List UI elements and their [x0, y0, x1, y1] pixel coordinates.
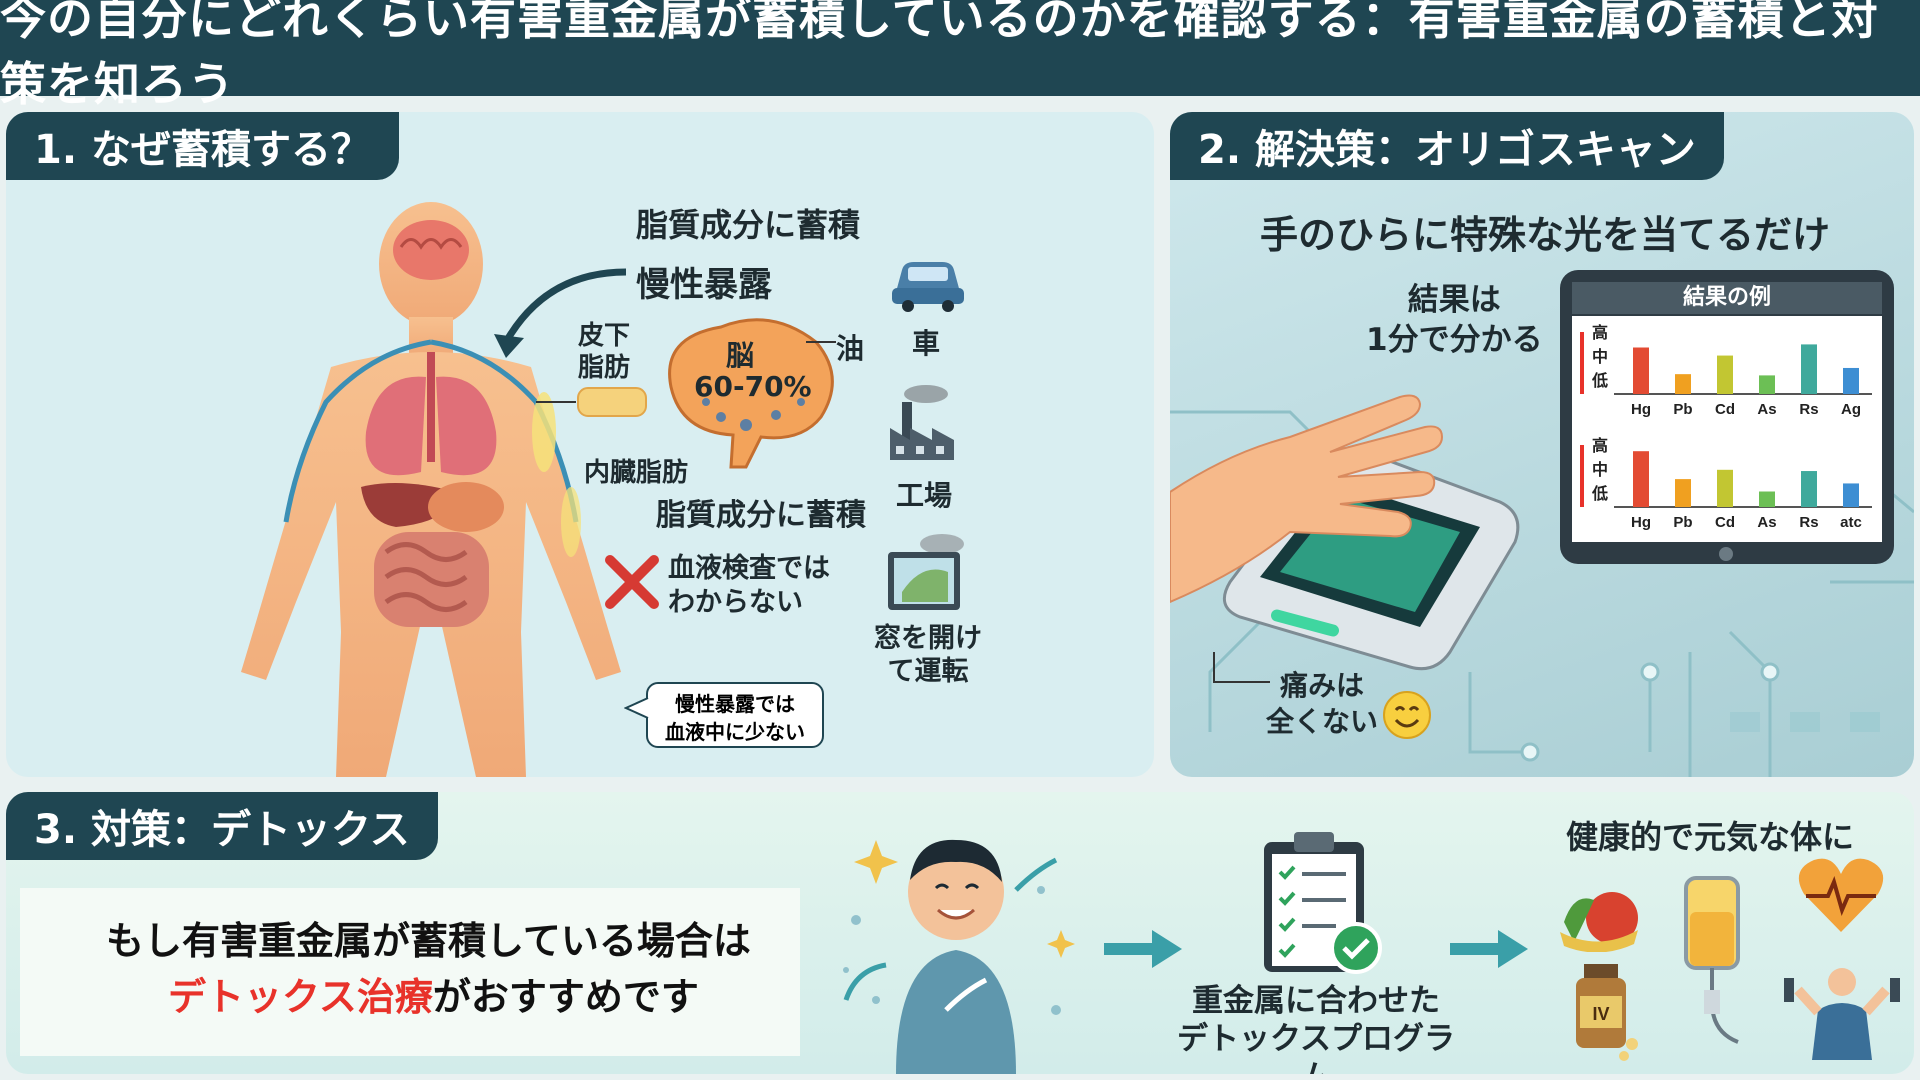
brain-percent: 60-70% [694, 370, 812, 403]
sparkles [854, 840, 1075, 958]
supplement-bottle-icon: IV [1576, 964, 1638, 1061]
fat-tissue-icon [536, 387, 647, 417]
speech-bubble: 慢性暴露では 血液中に少ない [646, 682, 824, 748]
tick-label-Hg: Hg [1631, 401, 1651, 418]
bar-Rs [1801, 471, 1817, 507]
bar-Cd [1717, 469, 1733, 507]
tablet-title: 結果の例 [1572, 282, 1882, 314]
bar-atc [1843, 483, 1859, 507]
arrow-right-icon [1104, 930, 1182, 968]
oil-pointer [806, 341, 836, 343]
tick-label-Rs: Rs [1799, 401, 1818, 418]
tick-label-As: As [1757, 401, 1776, 418]
human-body-illustration [241, 202, 621, 777]
healthy-body-title: 健康的で元気な体に [1566, 818, 1855, 856]
strong-body-icon [1784, 968, 1900, 1060]
brain-closeup-icon [668, 318, 834, 469]
section-why-accumulate: 1. なぜ蓄積する？ [6, 112, 1154, 777]
subcutaneous-fat-label: 皮下 脂肪 [578, 321, 631, 383]
iv-label: IV [1592, 1004, 1609, 1024]
intestines [374, 532, 489, 627]
fat-accumulation-label-top: 脂質成分に蓄積 [636, 206, 861, 244]
chronic-exposure-arrow [494, 268, 627, 358]
oil-label: 油 [836, 332, 865, 365]
smile-icon [1383, 691, 1431, 739]
detox-highlight: デトックス治療 [168, 975, 433, 1019]
tick-label-Cd: Cd [1715, 514, 1735, 531]
tablet-home-button [1719, 547, 1733, 561]
tick-label-As: As [1757, 514, 1776, 531]
open-window-icon [888, 534, 964, 610]
cross-mark-icon [605, 555, 659, 609]
brain-label: 脳 [726, 339, 755, 372]
bar-Hg [1633, 451, 1649, 507]
blood-test-label: 血液検査では わからない [668, 553, 830, 618]
car-icon [892, 262, 964, 312]
bar-Cd [1717, 355, 1733, 394]
section-solution-oligoscan: 2. 解決策：オリゴスキャン 手のひらに特殊な光を当てるだけ 結果は 1分で分か… [1170, 112, 1914, 777]
tick-label-Rs: Rs [1799, 514, 1818, 531]
energy-arrow-left-icon [843, 962, 887, 1001]
section-tag: 2. 解決策：オリゴスキャン [1170, 112, 1724, 180]
factory-icon [890, 385, 954, 460]
painless-pointer [1213, 652, 1270, 683]
tick-label-Pb: Pb [1673, 401, 1692, 418]
bar-As [1759, 491, 1775, 507]
bar-Rs [1801, 344, 1817, 394]
scale-label: 低 [1591, 484, 1608, 503]
tick-label-Cd: Cd [1715, 401, 1735, 418]
detox-program-label: 重金属に合わせた デトックスプログラム [1176, 983, 1456, 1074]
bar-As [1759, 375, 1775, 394]
tick-label-Pb: Pb [1673, 514, 1692, 531]
source-car-label: 車 [912, 327, 941, 360]
page-title: 今の自分にどれくらい有害重金属が蓄積しているのかを確認する：有害重金属の蓄積と対… [0, 0, 1920, 111]
source-window-label: 窓を開け て運転 [874, 623, 982, 687]
bar-Hg [1633, 347, 1649, 394]
section-detox: 3. 対策：デトックス もし有害重金属が蓄積している場合は デトックス治療がおす… [6, 792, 1914, 1074]
clipboard-checklist-icon [1264, 832, 1382, 974]
hand-icon [1170, 394, 1444, 604]
scale-label: 低 [1591, 371, 1608, 390]
scale-label: 高 [1592, 323, 1608, 342]
result-time-label: 結果は 1分で分かる [1366, 282, 1543, 358]
healthy-person-illustration [843, 839, 1075, 1074]
scan-subtitle: 手のひらに特殊な光を当てるだけ [1260, 213, 1831, 257]
detox-message-line1: もし有害重金属が蓄積している場合は [106, 919, 751, 963]
vegetables-fruit-icon [1560, 892, 1638, 952]
lungs [365, 352, 497, 476]
scale-label: 中 [1592, 460, 1608, 479]
scale-label: 高 [1592, 436, 1608, 455]
chronic-exposure-label: 慢性暴露 [636, 265, 772, 305]
arm-fat-highlight [532, 392, 581, 557]
speech-bubble-tail [624, 697, 649, 719]
visceral-fat-label: 内臓脂肪 [584, 458, 689, 488]
detox-message-box: もし有害重金属が蓄積している場合は デトックス治療がおすすめです [20, 888, 800, 1056]
fat-accumulation-label-bottom: 脂質成分に蓄積 [656, 498, 866, 533]
arrow-right-icon [1450, 930, 1528, 968]
tick-label-Hg: Hg [1631, 514, 1651, 531]
tick-label-atc: atc [1840, 514, 1862, 531]
source-factory-label: 工場 [896, 479, 953, 512]
bar-Pb [1675, 479, 1691, 507]
heartbeat-icon [1798, 858, 1884, 932]
section-tag: 3. 対策：デトックス [6, 792, 438, 860]
detox-message-rest: がおすすめです [432, 975, 699, 1019]
detox-message-line2: デトックス治療がおすすめです [168, 966, 699, 1021]
energy-arrow-right-icon [1014, 857, 1058, 892]
stomach [428, 482, 504, 532]
section-tag: 1. なぜ蓄積する？ [6, 112, 399, 180]
bar-Pb [1675, 374, 1691, 394]
tick-label-Ag: Ag [1841, 401, 1861, 418]
bar-Ag [1843, 367, 1859, 394]
scale-label: 中 [1592, 347, 1608, 366]
painless-label: 痛みは 全くない [1266, 669, 1379, 738]
brain-in-head [393, 220, 469, 280]
iv-drip-icon [1684, 876, 1740, 1044]
